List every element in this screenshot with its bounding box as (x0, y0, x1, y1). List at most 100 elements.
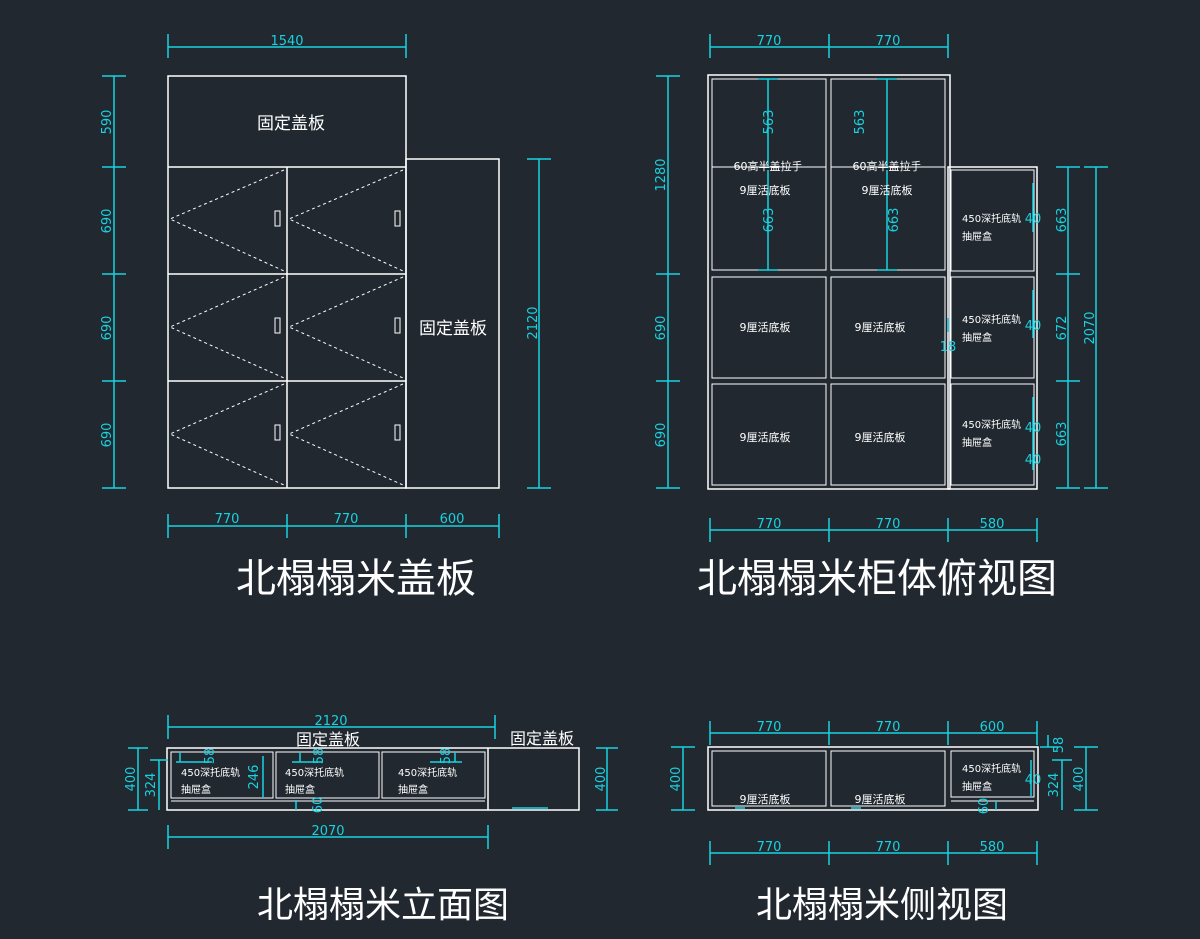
plan-dim-40-d: 40 (1025, 453, 1042, 468)
plan-inner-563-b: 563 (853, 110, 868, 135)
plan-overall-height: 2070 (1083, 311, 1098, 344)
plan-view-title: 北榻榻米柜体俯视图 (697, 556, 1057, 602)
elevation-fixed-panel-label-b: 固定盖板 (510, 729, 574, 748)
plan-top-width-1: 770 (757, 34, 782, 49)
side-right-dimension: 58 324 400 (1040, 735, 1098, 811)
plan-right-height-2: 672 (1055, 316, 1070, 341)
plan-drawer-box-label-3: 抽屉盒 (962, 436, 992, 449)
plan-drawer-rail-label-2: 450深托底轨 (962, 313, 1021, 326)
handle-icon (394, 424, 401, 441)
elevation-top-width: 2120 (314, 714, 347, 729)
plan-inner-663-b: 663 (887, 208, 902, 233)
plan-drawer-box-label-1: 抽屉盒 (962, 230, 992, 243)
plan-bottom-dimension: 770 770 580 (709, 517, 1038, 542)
elevation-drawer-box-label-3: 抽屉盒 (398, 783, 428, 796)
side-left-dim-400: 400 (669, 767, 684, 792)
elevation-outline (166, 747, 580, 811)
elevation-drawer-rail-label-2: 450深托底轨 (285, 766, 344, 779)
plan-inner-dimensions: 563 563 663 663 40 40 40 40 18 (758, 78, 1042, 470)
plan-right-height-1: 663 (1055, 208, 1070, 233)
elevation-drawer-rail-label-1: 450深托底轨 (181, 766, 240, 779)
plan-bottom-width-2: 770 (876, 517, 901, 532)
cover-top-width: 1540 (270, 34, 303, 49)
cover-outline (167, 75, 500, 489)
plan-outline (707, 74, 1038, 490)
elevation-bottom-width: 2070 (311, 824, 344, 839)
cover-left-dimension: 590 690 690 690 (100, 75, 126, 489)
side-labels: 9厘活底板 9厘活底板 450深托底轨 抽屉盒 (740, 762, 1022, 806)
cover-overall-height: 2120 (526, 306, 541, 339)
cover-bottom-width-2: 770 (334, 512, 359, 527)
side-drawer-rail-label: 450深托底轨 (962, 762, 1021, 775)
side-board-label-2: 9厘活底板 (855, 792, 906, 806)
elevation-view-title: 北榻榻米立面图 (257, 885, 509, 926)
cover-fixed-panel-label-side: 固定盖板 (419, 319, 487, 339)
plan-board-label-4: 9厘活底板 (855, 320, 906, 334)
handle-icon (394, 317, 401, 334)
side-bottom-width-1: 770 (757, 840, 782, 855)
side-top-dimension: 770 770 600 (709, 720, 1038, 745)
plan-left-height-2: 690 (654, 316, 669, 341)
plan-drawer-box-label-2: 抽屉盒 (962, 331, 992, 344)
elevation-bottom-dimension: 2070 (167, 824, 489, 849)
cover-height-3: 690 (100, 316, 115, 341)
elevation-labels: 450深托底轨 抽屉盒 450深托底轨 抽屉盒 450深托底轨 抽屉盒 (181, 766, 457, 796)
handle-icon (274, 317, 281, 334)
plan-bottom-width-1: 770 (757, 517, 782, 532)
side-inner-dimensions: 40 60 (977, 760, 1041, 814)
elevation-dim-58-b: 58 (312, 748, 327, 765)
side-bottom-width-3: 580 (980, 840, 1005, 855)
elevation-drawer-rail-label-3: 450深托底轨 (398, 766, 457, 779)
side-outline (707, 746, 1039, 811)
side-left-dimension: 400 (669, 746, 695, 811)
plan-dim-40-a: 40 (1025, 212, 1042, 227)
cover-right-dimension: 2120 (526, 158, 551, 489)
handle-icon (274, 424, 281, 441)
plan-hinge-label-b: 60高半盖拉手 (853, 159, 922, 173)
side-bottom-dimension: 770 770 580 (709, 840, 1038, 865)
elevation-right-dim-400: 400 (594, 767, 609, 792)
elevation-dim-246: 246 (247, 765, 262, 790)
side-dim-40: 40 (1025, 773, 1042, 788)
elevation-fixed-panel-label-a: 固定盖板 (296, 730, 360, 749)
side-top-width-2: 770 (876, 720, 901, 735)
plan-bottom-width-3: 580 (980, 517, 1005, 532)
plan-right-dimension: 663 672 663 2070 (1055, 166, 1108, 489)
elevation-inner-dimensions: 58 58 58 246 60 (176, 748, 462, 813)
plan-board-label-1: 9厘活底板 (740, 183, 791, 197)
cover-top-dimension: 1540 (167, 34, 407, 58)
elevation-left-dim-324: 324 (144, 773, 159, 798)
side-bottom-width-2: 770 (876, 840, 901, 855)
elevation-left-dimension: 400 324 (124, 747, 168, 811)
side-dim-324: 324 (1047, 773, 1062, 798)
plan-board-label-5: 9厘活底板 (740, 430, 791, 444)
plan-inner-563-a: 563 (762, 110, 777, 135)
cover-height-1: 590 (100, 110, 115, 135)
cover-view: 1540 590 690 690 690 (100, 34, 551, 602)
plan-dim-40-b: 40 (1025, 319, 1042, 334)
plan-view: 770 770 1280 690 690 (654, 34, 1108, 602)
plan-left-dimension: 1280 690 690 (654, 75, 680, 489)
elevation-top-dimension: 2120 (167, 714, 496, 739)
elevation-dim-58-a: 58 (203, 748, 218, 765)
elevation-drawer-box-label-2: 抽屉盒 (285, 783, 315, 796)
side-dim-400: 400 (1072, 767, 1087, 792)
cover-height-2: 690 (100, 209, 115, 234)
side-top-width-3: 600 (980, 720, 1005, 735)
side-view: 770 770 600 9厘活底板 9厘活底板 450深托底轨 抽屉盒 40 6… (669, 720, 1098, 926)
plan-top-width-2: 770 (876, 34, 901, 49)
side-top-width-1: 770 (757, 720, 782, 735)
side-drawer-box-label: 抽屉盒 (962, 780, 992, 793)
cover-bottom-width-3: 600 (440, 512, 465, 527)
cover-height-4: 690 (100, 423, 115, 448)
cover-fixed-panel-label-top: 固定盖板 (257, 114, 325, 134)
plan-labels: 60高半盖拉手 60高半盖拉手 9厘活底板 9厘活底板 9厘活底板 9厘活底板 … (734, 159, 1022, 449)
plan-top-dimension: 770 770 (709, 34, 949, 58)
cover-bottom-dimension: 770 770 600 (167, 512, 500, 538)
elevation-dim-58-c: 58 (439, 748, 454, 765)
plan-inner-663-a: 663 (762, 208, 777, 233)
cover-bottom-width-1: 770 (215, 512, 240, 527)
plan-board-label-6: 9厘活底板 (855, 430, 906, 444)
side-dim-58: 58 (1052, 737, 1067, 754)
